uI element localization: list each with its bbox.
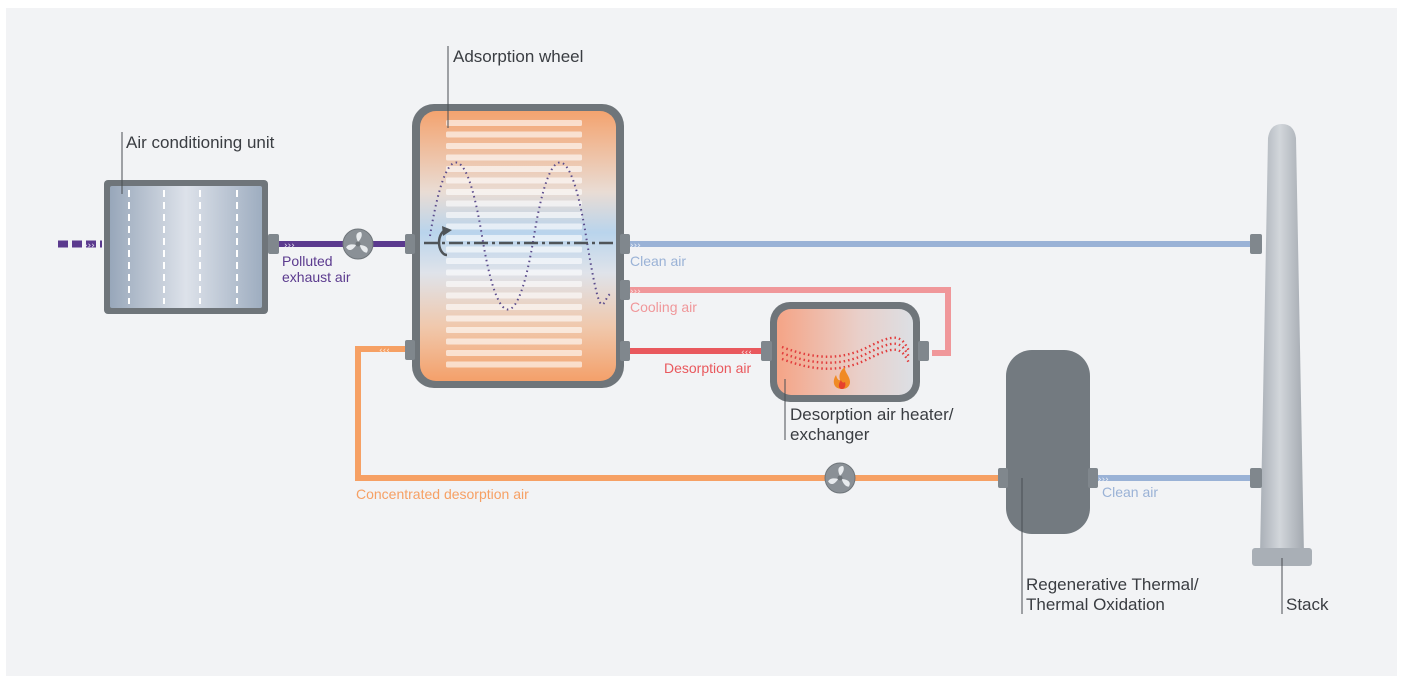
- wheel-slats: [446, 120, 582, 368]
- heater-label-line1: Desorption air heater/: [790, 405, 954, 424]
- svg-text:›››: ›››: [284, 241, 295, 251]
- wheel-slat: [446, 212, 582, 218]
- polluted-exhaust-label-line2: exhaust air: [282, 269, 351, 285]
- adsorption-wheel-label: Adsorption wheel: [453, 47, 583, 66]
- wheel-slat: [446, 304, 582, 310]
- wheel-slat: [446, 315, 582, 322]
- fan-icon: [824, 462, 856, 494]
- wheel-slat: [446, 131, 582, 138]
- stack-label: Stack: [1286, 595, 1329, 614]
- polluted-exhaust-label-line1: Polluted: [282, 253, 333, 269]
- thermal-oxidizer: [998, 350, 1098, 534]
- polluted-exhaust-pipe: ›››: [276, 241, 408, 251]
- air-conditioning-unit: [104, 180, 279, 314]
- svg-text:‹‹‹: ‹‹‹: [741, 348, 752, 358]
- svg-text:‹‹‹: ‹‹‹: [379, 346, 390, 356]
- polluted-inlet-pipe: ›››: [58, 240, 102, 251]
- cooling-air-label: Cooling air: [630, 299, 697, 315]
- wheel-slat: [446, 327, 582, 333]
- wheel-slat: [446, 338, 582, 345]
- wheel-slat: [446, 258, 582, 264]
- desorption-air-label: Desorption air: [664, 360, 751, 376]
- wheel-slat: [446, 177, 582, 184]
- heater-label-line2: exchanger: [790, 425, 870, 444]
- wheel-slat: [446, 246, 582, 253]
- wheel-slat: [446, 166, 582, 172]
- wheel-slat: [446, 350, 582, 356]
- cooling-air-pipe: ›››: [626, 287, 951, 356]
- clean-air-pipe-top: ›››: [626, 241, 1256, 251]
- wheel-slat: [446, 292, 582, 299]
- svg-text:›››: ›››: [630, 241, 641, 251]
- wheel-slat: [446, 235, 582, 241]
- wheel-slat: [446, 143, 582, 149]
- wheel-slat: [446, 154, 582, 161]
- flame-icon: [833, 367, 850, 389]
- rotation-arrow-icon: [437, 226, 452, 257]
- oxidizer-label-line2: Thermal Oxidation: [1026, 595, 1165, 614]
- svg-text:›››: ›››: [84, 241, 95, 251]
- wheel-slat: [446, 281, 582, 287]
- desorption-air-heater: [761, 302, 929, 402]
- process-diagram: ››› ››› ››› ››› ‹‹‹ ‹‹‹ ›››: [58, 46, 1329, 614]
- wheel-slat: [446, 189, 582, 195]
- svg-text:›››: ›››: [1098, 475, 1109, 485]
- wheel-slat: [446, 223, 582, 230]
- leader-lines: [121, 46, 1283, 614]
- oxidizer-label-line1: Regenerative Thermal/: [1026, 575, 1199, 594]
- wheel-slat: [446, 120, 582, 126]
- svg-text:›››: ›››: [630, 287, 641, 297]
- wheel-slat: [446, 361, 582, 368]
- stack: [1250, 124, 1312, 566]
- clean-air-pipe-bottom: ›››: [1092, 475, 1256, 485]
- concentrated-desorption-label: Concentrated desorption air: [356, 486, 529, 502]
- concentrated-desorption-pipe: ‹‹‹: [355, 346, 1006, 481]
- wheel-slat: [446, 269, 582, 276]
- adsorption-wheel: [405, 104, 630, 388]
- diagram-canvas: ››› ››› ››› ››› ‹‹‹ ‹‹‹ ›››: [6, 8, 1397, 676]
- desorption-air-pipe: ‹‹‹: [622, 348, 768, 358]
- air-conditioning-unit-label: Air conditioning unit: [126, 133, 275, 152]
- wheel-slat: [446, 200, 582, 207]
- fan-icon: [342, 228, 374, 260]
- clean-air-label-top: Clean air: [630, 253, 686, 269]
- clean-air-label-bottom: Clean air: [1102, 484, 1158, 500]
